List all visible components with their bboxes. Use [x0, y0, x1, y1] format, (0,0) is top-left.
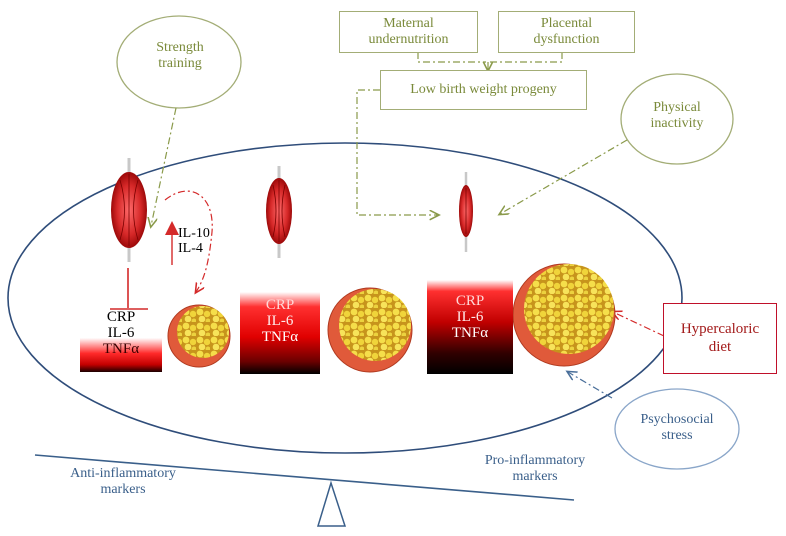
maternal-undernutrition-box: Maternal undernutrition — [339, 11, 478, 53]
crp-label: CRP — [455, 293, 485, 309]
body-ellipse — [7, 142, 683, 454]
adipose-small — [167, 304, 231, 368]
psychosocial-stress-label: Psychosocial stress — [640, 412, 714, 444]
strength-training-node — [116, 15, 242, 109]
arrow-lbw-to-muscle — [356, 89, 438, 215]
arrow-placental — [490, 52, 563, 63]
crp-label: CRP — [265, 297, 295, 313]
low-birth-weight-label: Low birth weight progeny — [410, 82, 557, 97]
seesaw-fulcrum — [316, 480, 347, 527]
seesaw-beam — [34, 454, 575, 501]
adipose-medium — [327, 287, 413, 373]
hypercaloric-diet-label: Hypercaloric diet — [680, 321, 760, 355]
low-birth-weight-box: Low birth weight progeny — [380, 70, 587, 110]
arrow-strength — [151, 107, 177, 226]
il6-label: IL-6 — [456, 308, 484, 325]
maternal-undernutrition-label: Maternal undernutrition — [368, 16, 449, 47]
hypercaloric-diet-box: Hypercaloric diet — [663, 303, 777, 374]
il10-label: IL-10 — [178, 226, 210, 241]
strength-training-label: Strength training — [156, 40, 204, 72]
psychosocial-stress-node — [614, 388, 740, 470]
marker-group-anti: CRP IL-6 TNFα — [80, 309, 162, 372]
arrow-maternal — [417, 52, 486, 63]
arrow-il10-to-fat — [164, 190, 213, 292]
cytokine-up-list: IL-10 IL-4 — [178, 226, 210, 257]
il6-label: IL-6 — [266, 312, 294, 329]
physical-inactivity-node — [620, 73, 734, 165]
tnf-label: TNFα — [451, 324, 489, 341]
adipose-large — [512, 263, 616, 367]
arrow-inactivity — [500, 139, 628, 214]
tnf-label: TNFα — [102, 340, 140, 357]
muscle-medium — [266, 166, 292, 258]
placental-dysfunction-box: Placental dysfunction — [498, 11, 635, 53]
il4-label: IL-4 — [178, 241, 203, 257]
muscle-large — [111, 158, 147, 262]
arrow-psychosocial — [568, 372, 613, 399]
muscle-small — [459, 172, 473, 252]
marker-group-pro: CRP IL-6 TNFα — [427, 280, 513, 374]
tnf-label: TNFα — [261, 328, 299, 345]
physical-inactivity-label: Physical inactivity — [650, 100, 704, 132]
crp-label: CRP — [106, 309, 136, 325]
placental-dysfunction-label: Placental dysfunction — [533, 16, 600, 47]
anti-inflammatory-label: Anti-inflammatory markers — [70, 466, 176, 498]
marker-group-mid: CRP IL-6 TNFα — [240, 292, 320, 374]
arrow-hypercaloric — [613, 312, 665, 337]
pro-inflammatory-label: Pro-inflammatory markers — [484, 453, 586, 485]
il6-label: IL-6 — [107, 324, 135, 341]
